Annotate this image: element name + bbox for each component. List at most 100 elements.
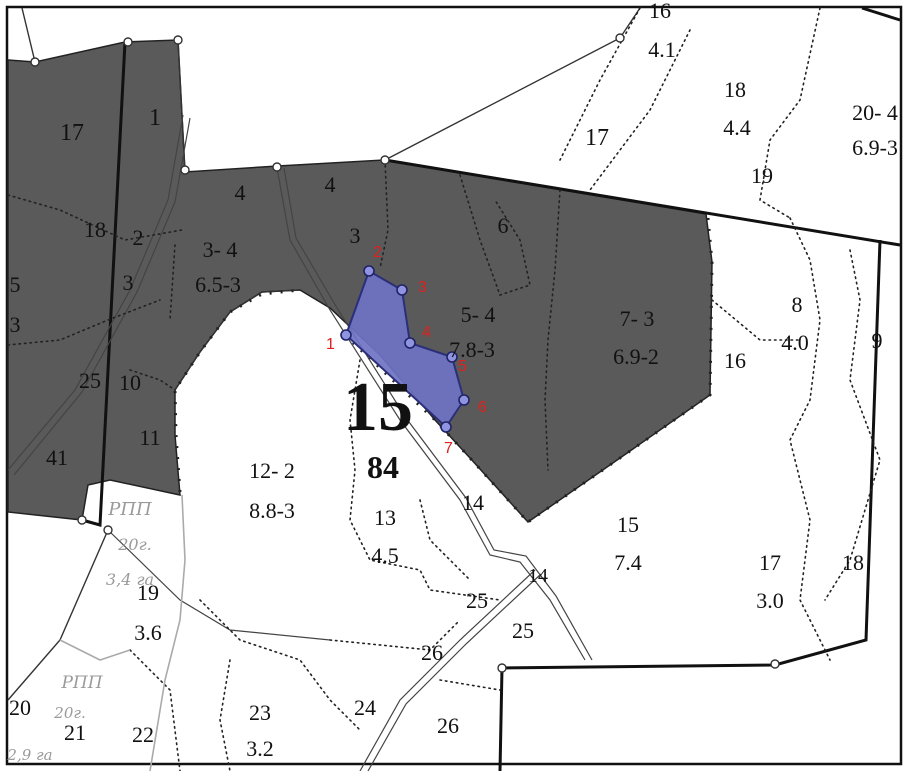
- vertex-label: 6: [478, 399, 487, 416]
- polygon-vertex[interactable]: [363, 265, 375, 277]
- map-border: [5, 5, 903, 766]
- stand-boundary: [824, 249, 881, 601]
- stand-boundary: [589, 29, 691, 191]
- stand-label: 6: [498, 213, 509, 238]
- polygon-vertex[interactable]: [458, 394, 470, 406]
- polygon-vertex[interactable]: [396, 284, 408, 296]
- stand-boundary: [789, 217, 831, 661]
- stand-label: 5: [10, 272, 21, 297]
- quarter-boundary: [384, 158, 901, 247]
- boundary-node: [173, 35, 183, 45]
- polygon-vertex[interactable]: [404, 337, 416, 349]
- road: [13, 117, 191, 476]
- stand-value: 8.8-3: [249, 498, 295, 523]
- stand-label: 17: [585, 125, 609, 151]
- stand-label: 3- 4: [203, 237, 238, 262]
- stand-labels: 16 4.1 17 1 18 4.4 20- 4 6.9-3 17 19 4 4…: [9, 0, 898, 761]
- stand-value: 7.8-3: [449, 337, 495, 362]
- stand-label: 10: [119, 370, 141, 395]
- boundary-node: [180, 165, 190, 175]
- boundary-node: [30, 57, 40, 67]
- stand-label: 8: [792, 292, 803, 317]
- stand-boundary: [439, 679, 501, 691]
- handwritten-note: РПП: [60, 673, 103, 693]
- quarter-boundary: [21, 7, 36, 63]
- stand-boundary: [544, 189, 561, 471]
- stand-label: 19: [751, 163, 773, 188]
- hatch-line: [527, 217, 714, 524]
- stand-boundary: [419, 499, 471, 581]
- road: [7, 114, 184, 471]
- stand-label: 18: [84, 217, 106, 242]
- stand-label: 4: [235, 180, 246, 205]
- stand-label: 26: [437, 713, 459, 738]
- stand-value: 6.9-3: [852, 135, 898, 160]
- stand-boundary: [7, 194, 183, 241]
- stand-value: 7.4: [614, 550, 642, 575]
- stand-label: 13: [374, 505, 396, 530]
- vertex-label: 3: [418, 279, 427, 296]
- stand-label: 14: [462, 490, 484, 515]
- stand-value: 3.2: [246, 736, 274, 761]
- stand-label: 12- 2: [249, 458, 295, 483]
- stand-label: 4: [325, 172, 336, 197]
- stand-value: 6.9-2: [613, 344, 659, 369]
- stand-boundary: [349, 359, 501, 601]
- stand-label: 17: [759, 550, 781, 575]
- boundary-node: [497, 663, 507, 673]
- stand-label: 20: [9, 695, 31, 720]
- stand-label: 3: [10, 312, 21, 337]
- road: [367, 573, 542, 771]
- quarter-boundary: [81, 41, 127, 527]
- handwritten-note: 20г.: [117, 535, 152, 554]
- stand-boundary: [199, 599, 361, 731]
- quarter-area: 84: [367, 449, 399, 485]
- stand-label: 1: [149, 105, 161, 131]
- polygon-vertex[interactable]: [340, 329, 352, 341]
- stand-boundary: [559, 7, 641, 161]
- boundary-node: [272, 162, 282, 172]
- stand-label: 20- 4: [852, 100, 898, 125]
- stand-label: 3: [123, 270, 134, 295]
- stand-value: 4.1: [648, 37, 676, 62]
- road: [276, 167, 586, 661]
- stand-boundary: [459, 174, 531, 297]
- stand-label: 24: [354, 695, 376, 720]
- stand-label: 16: [649, 0, 671, 23]
- vertex-label: 4: [422, 324, 431, 341]
- stand-boundary: [711, 299, 801, 341]
- handwritten-note: 3,4 га: [106, 570, 154, 589]
- vertex-label: 7: [444, 440, 453, 457]
- boundary-node: [615, 33, 625, 43]
- boundary-node: [380, 155, 390, 165]
- stand-label: 25: [512, 618, 534, 643]
- boundary-node: [770, 659, 780, 669]
- road: [283, 167, 593, 661]
- polygon-vertex[interactable]: [446, 351, 458, 363]
- stand-label: 26: [421, 640, 443, 665]
- stand-boundary: [379, 159, 389, 269]
- stand-value: 3.0: [756, 588, 784, 613]
- stand-value: 4.4: [723, 115, 751, 140]
- stand-label: 23: [249, 700, 271, 725]
- stand-label: 7- 3: [620, 306, 655, 331]
- stand-label: 25: [466, 588, 488, 613]
- stand-label: 18: [842, 550, 864, 575]
- stand-boundary: [329, 619, 461, 651]
- stand-boundary: [219, 659, 231, 771]
- stand-label: 19: [137, 580, 159, 605]
- polygon-vertex[interactable]: [440, 421, 452, 433]
- pencil-boundary: [149, 494, 186, 771]
- stand-value: 3.6: [134, 620, 162, 645]
- stand-label: 16: [724, 348, 746, 373]
- stand-label: 15: [617, 512, 639, 537]
- quarter-boundary: [861, 6, 901, 22]
- stand-boundary: [759, 7, 821, 219]
- stand-label: 22: [132, 722, 154, 747]
- vertex-label: 5: [458, 358, 467, 375]
- stand-label: 25: [79, 368, 101, 393]
- boundary-nodes: [30, 33, 780, 673]
- handwritten-note: 2,9 га: [6, 746, 52, 764]
